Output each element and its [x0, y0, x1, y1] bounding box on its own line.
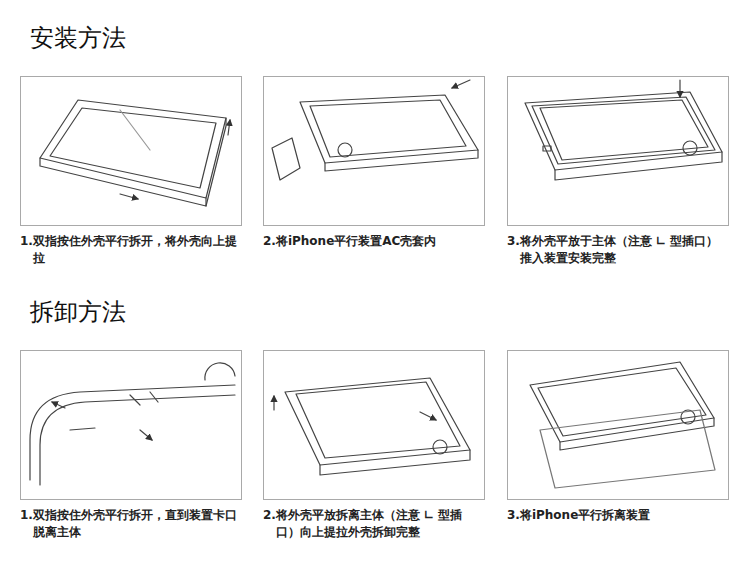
panel-frame	[507, 350, 729, 500]
panel-frame	[263, 350, 485, 500]
section-heading: 拆卸方法	[30, 296, 126, 328]
panel-frame	[20, 76, 242, 226]
step-caption: 3.将外壳平放于主体（注意 ∟ 型插口）推入装置安装完整	[507, 233, 729, 267]
step-panel: 2.将外壳平放拆离主体（注意 ∟ 型插口）向上提拉外壳拆卸完整	[263, 350, 485, 541]
section-heading: 安装方法	[30, 22, 126, 54]
panel-frame	[20, 350, 242, 500]
panel-frame	[507, 76, 729, 226]
step-panel: 1.双指按住外壳平行拆开，直到装置卡口脱离主体	[20, 350, 242, 541]
step-panel: 3.将外壳平放于主体（注意 ∟ 型插口）推入装置安装完整	[507, 76, 729, 267]
step-caption: 1.双指按住外壳平行拆开，将外壳向上提拉	[20, 233, 242, 267]
step-panel: 2.将iPhone平行装置AC壳套内	[263, 76, 485, 250]
step-caption: 3.将iPhone平行拆离装置	[507, 507, 729, 524]
step-panel: 3.将iPhone平行拆离装置	[507, 350, 729, 524]
panel-frame	[263, 76, 485, 226]
step-caption: 1.双指按住外壳平行拆开，直到装置卡口脱离主体	[20, 507, 242, 541]
step-panel: 1.双指按住外壳平行拆开，将外壳向上提拉	[20, 76, 242, 267]
step-caption: 2.将iPhone平行装置AC壳套内	[263, 233, 485, 250]
step-caption: 2.将外壳平放拆离主体（注意 ∟ 型插口）向上提拉外壳拆卸完整	[263, 507, 485, 541]
